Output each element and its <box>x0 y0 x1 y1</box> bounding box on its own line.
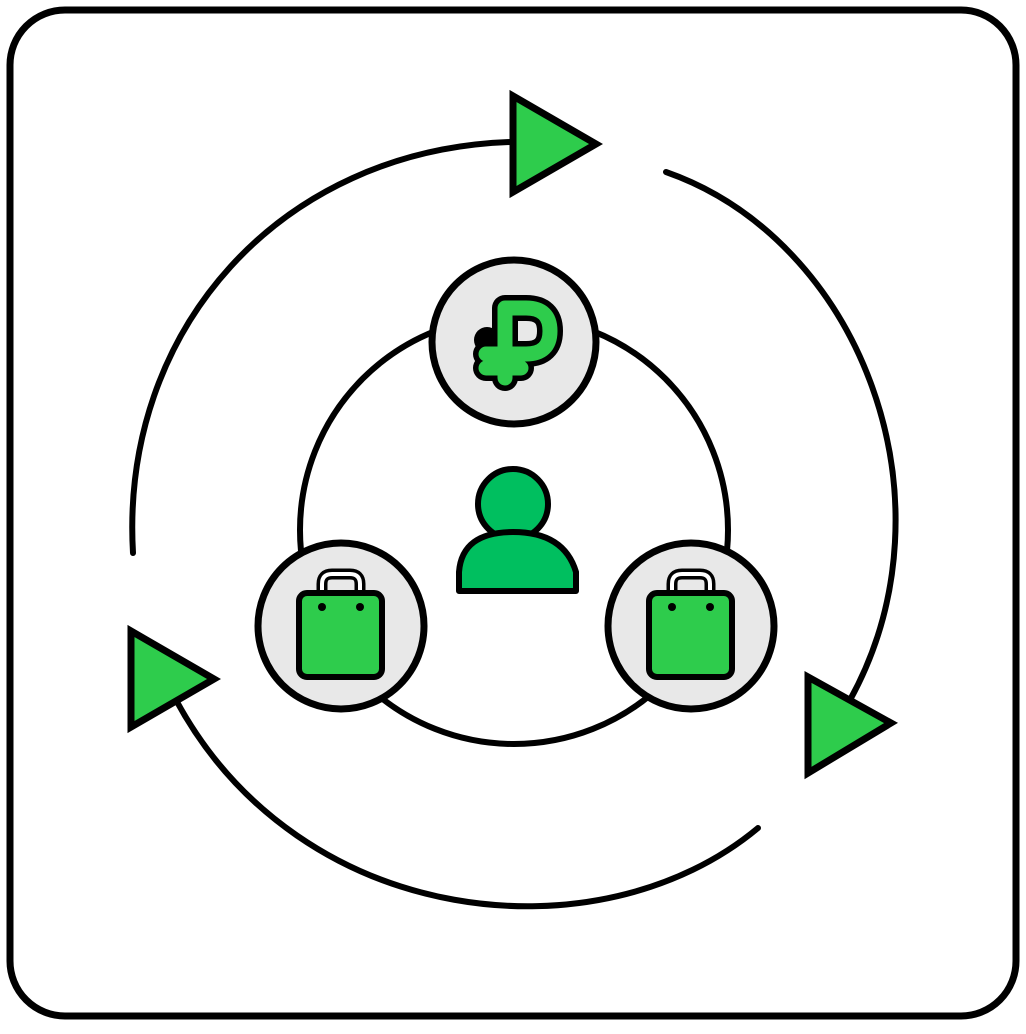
shopping-bag-icon <box>646 568 735 680</box>
bag-body <box>646 590 735 680</box>
arrowhead-top-icon <box>509 89 603 199</box>
bag-hole-left <box>668 603 676 611</box>
person-body <box>456 529 579 594</box>
ruble-sign-icon <box>473 295 563 391</box>
outer-arc-right <box>663 169 899 703</box>
bag-handle-inner <box>320 572 362 614</box>
shopping-bag-icon <box>296 568 385 680</box>
arrowhead-right-icon <box>804 671 898 780</box>
cycle-arrows <box>127 89 898 780</box>
shopping-bag-node-right <box>604 539 778 713</box>
outer-cycle <box>129 139 899 910</box>
outer-arc-bottom <box>173 697 761 910</box>
bag-body <box>296 590 385 680</box>
shopping-bag-node-left <box>254 539 428 713</box>
arrowhead-left-icon <box>127 624 221 734</box>
bag-handle-inner <box>670 572 712 614</box>
outer-arc-top-left <box>129 139 513 556</box>
person-icon <box>456 466 579 594</box>
bag-hole-left <box>318 603 326 611</box>
person-head <box>475 466 551 542</box>
ruble-node <box>428 256 600 428</box>
bag-hole-right <box>706 603 714 611</box>
bag-hole-right <box>356 603 364 611</box>
